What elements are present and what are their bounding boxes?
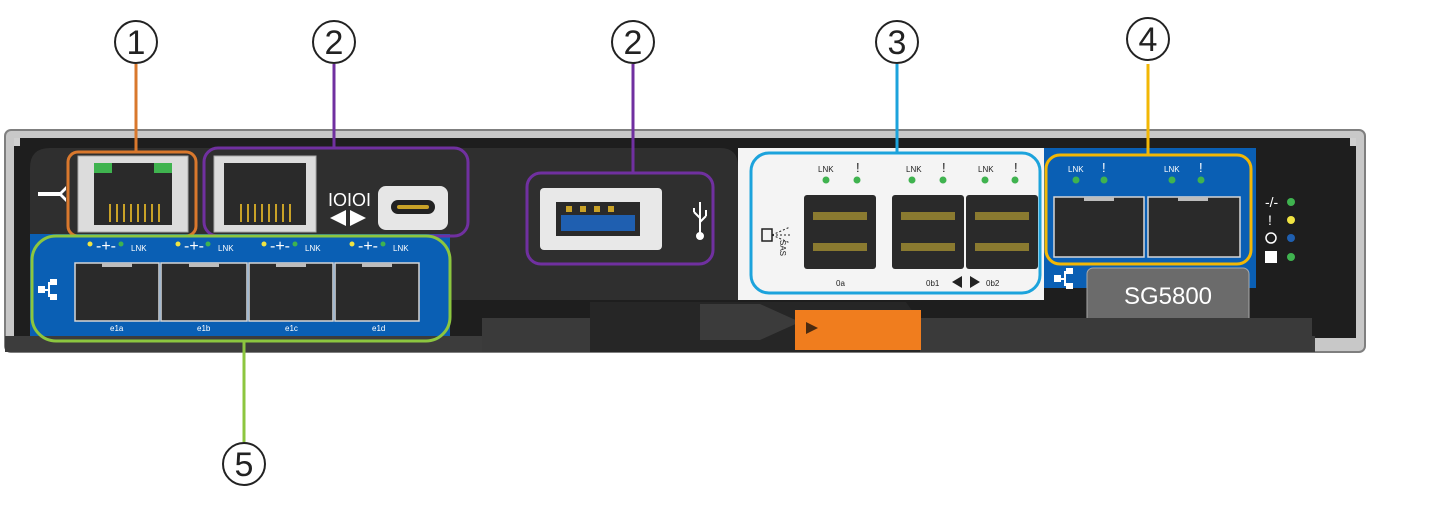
e1a-speed-icon: -+- bbox=[96, 238, 116, 255]
serial-port-label: IOIOI bbox=[328, 190, 371, 210]
e1a-label: e1a bbox=[110, 324, 124, 333]
sas-port-0b2[interactable]: 0b2 bbox=[966, 195, 1038, 288]
host-port-e1d[interactable]: e1d -+- LNK bbox=[334, 238, 420, 333]
e1d-attention-led bbox=[349, 241, 355, 247]
exp-port2-fault-led bbox=[1197, 176, 1205, 184]
exp-port2-lnk-label: LNK bbox=[1164, 165, 1180, 174]
exp-port2-fault-mark: ! bbox=[1199, 160, 1203, 175]
host-port-e1c[interactable]: e1c -+- LNK bbox=[248, 238, 334, 333]
svg-text:4: 4 bbox=[1139, 21, 1158, 59]
e1b-lnk-label: LNK bbox=[218, 244, 234, 253]
callout-3: 3 bbox=[875, 20, 919, 64]
power-icon: -/- bbox=[1265, 194, 1279, 210]
e1d-speed-icon: -+- bbox=[358, 238, 378, 255]
sas-0b1-fault-mark: ! bbox=[942, 160, 946, 175]
sas-icon: SAS bbox=[761, 226, 791, 256]
expansion-port-2[interactable] bbox=[1147, 196, 1241, 258]
host-port-e1b[interactable]: e1b -+- LNK bbox=[160, 238, 248, 333]
e1d-link-led bbox=[380, 241, 386, 247]
release-handle[interactable] bbox=[482, 302, 1312, 352]
sas-bidirectional-arrow-icon bbox=[952, 276, 980, 288]
locate-icon bbox=[1265, 232, 1277, 244]
sas-port-0b1[interactable]: 0b1 bbox=[892, 195, 964, 288]
power-led bbox=[1287, 198, 1295, 206]
wrench-icon bbox=[38, 186, 66, 202]
latch-arrow-icon bbox=[806, 322, 818, 334]
exp-port1-fault-mark: ! bbox=[1102, 160, 1106, 175]
chip-icon bbox=[1265, 251, 1277, 263]
sas-0a-link-led bbox=[822, 176, 830, 184]
e1d-lnk-label: LNK bbox=[393, 244, 409, 253]
expansion-port-1[interactable] bbox=[1053, 196, 1145, 258]
sas-0b1-lnk-label: LNK bbox=[906, 165, 922, 174]
sas-0b1-label: 0b1 bbox=[926, 279, 940, 288]
model-badge: SG5800 bbox=[1086, 267, 1250, 325]
exp-port2-link-led bbox=[1168, 176, 1176, 184]
sas-0a-lnk-label: LNK bbox=[818, 165, 834, 174]
sas-0a-fault-led bbox=[853, 176, 861, 184]
svg-text:2: 2 bbox=[325, 24, 344, 62]
management-link-led bbox=[94, 163, 112, 173]
sas-0b1-link-led bbox=[908, 176, 916, 184]
management-activity-led bbox=[154, 163, 172, 173]
callout-5: 5 bbox=[222, 442, 266, 486]
sas-0b2-link-led bbox=[981, 176, 989, 184]
svg-text:3: 3 bbox=[888, 24, 907, 62]
exp-port1-lnk-label: LNK bbox=[1068, 165, 1084, 174]
svg-text:2: 2 bbox=[624, 24, 643, 62]
e1c-speed-icon: -+- bbox=[270, 238, 290, 255]
callout-2-usb: 2 bbox=[611, 20, 655, 64]
svg-text:5: 5 bbox=[235, 446, 254, 484]
serial-arrows-icon bbox=[330, 210, 366, 226]
exp-port1-link-led bbox=[1072, 176, 1080, 184]
release-latch-orange[interactable] bbox=[795, 310, 921, 350]
callout-2-box-usb bbox=[525, 171, 715, 266]
sas-0a-fault-mark: ! bbox=[856, 160, 860, 175]
expansion-led-row: LNK ! LNK ! bbox=[1068, 160, 1205, 184]
e1d-label: e1d bbox=[372, 324, 385, 333]
svg-text:1: 1 bbox=[127, 24, 146, 62]
serial-rj45-port[interactable] bbox=[213, 155, 317, 233]
management-port[interactable] bbox=[77, 155, 189, 233]
sas-0b2-fault-mark: ! bbox=[1014, 160, 1018, 175]
e1a-link-led bbox=[118, 241, 124, 247]
sas-0b1-fault-led bbox=[939, 176, 947, 184]
e1a-attention-led bbox=[87, 241, 93, 247]
expansion-network-icon bbox=[1054, 268, 1073, 289]
sas-port-0a[interactable]: 0a bbox=[804, 195, 876, 288]
sas-0b2-fault-led bbox=[1011, 176, 1019, 184]
e1c-label: e1c bbox=[285, 324, 298, 333]
e1b-link-led bbox=[205, 241, 211, 247]
e1a-lnk-label: LNK bbox=[131, 244, 147, 253]
usb-icon bbox=[693, 202, 707, 240]
e1b-speed-icon: -+- bbox=[184, 238, 204, 255]
network-icon bbox=[38, 279, 57, 300]
callout-1: 1 bbox=[114, 20, 158, 64]
usb-c-port[interactable] bbox=[378, 186, 448, 230]
e1c-attention-led bbox=[261, 241, 267, 247]
e1b-attention-led bbox=[175, 241, 181, 247]
attention-led bbox=[1287, 216, 1295, 224]
host-port-e1a[interactable]: e1a -+- LNK bbox=[74, 238, 160, 333]
status-led-column: -/- ! bbox=[1265, 194, 1295, 263]
e1b-label: e1b bbox=[197, 324, 211, 333]
e1c-lnk-label: LNK bbox=[305, 244, 321, 253]
cache-active-led bbox=[1287, 253, 1295, 261]
sas-0b2-lnk-label: LNK bbox=[978, 165, 994, 174]
callout-2-serial: 2 bbox=[312, 20, 356, 64]
locate-led bbox=[1287, 234, 1295, 242]
sas-0a-label: 0a bbox=[836, 279, 845, 288]
sas-0b2-label: 0b2 bbox=[986, 279, 1000, 288]
usb-a-port[interactable] bbox=[540, 188, 662, 250]
sas-glyph-text: SAS bbox=[778, 240, 787, 256]
sas-led-row: LNK ! LNK ! LNK ! bbox=[818, 160, 1019, 184]
model-label: SG5800 bbox=[1124, 283, 1212, 310]
exp-port1-fault-led bbox=[1100, 176, 1108, 184]
callout-5-box bbox=[30, 234, 452, 343]
fault-icon: ! bbox=[1268, 212, 1272, 228]
e1c-link-led bbox=[292, 241, 298, 247]
callout-4: 4 bbox=[1126, 17, 1170, 61]
